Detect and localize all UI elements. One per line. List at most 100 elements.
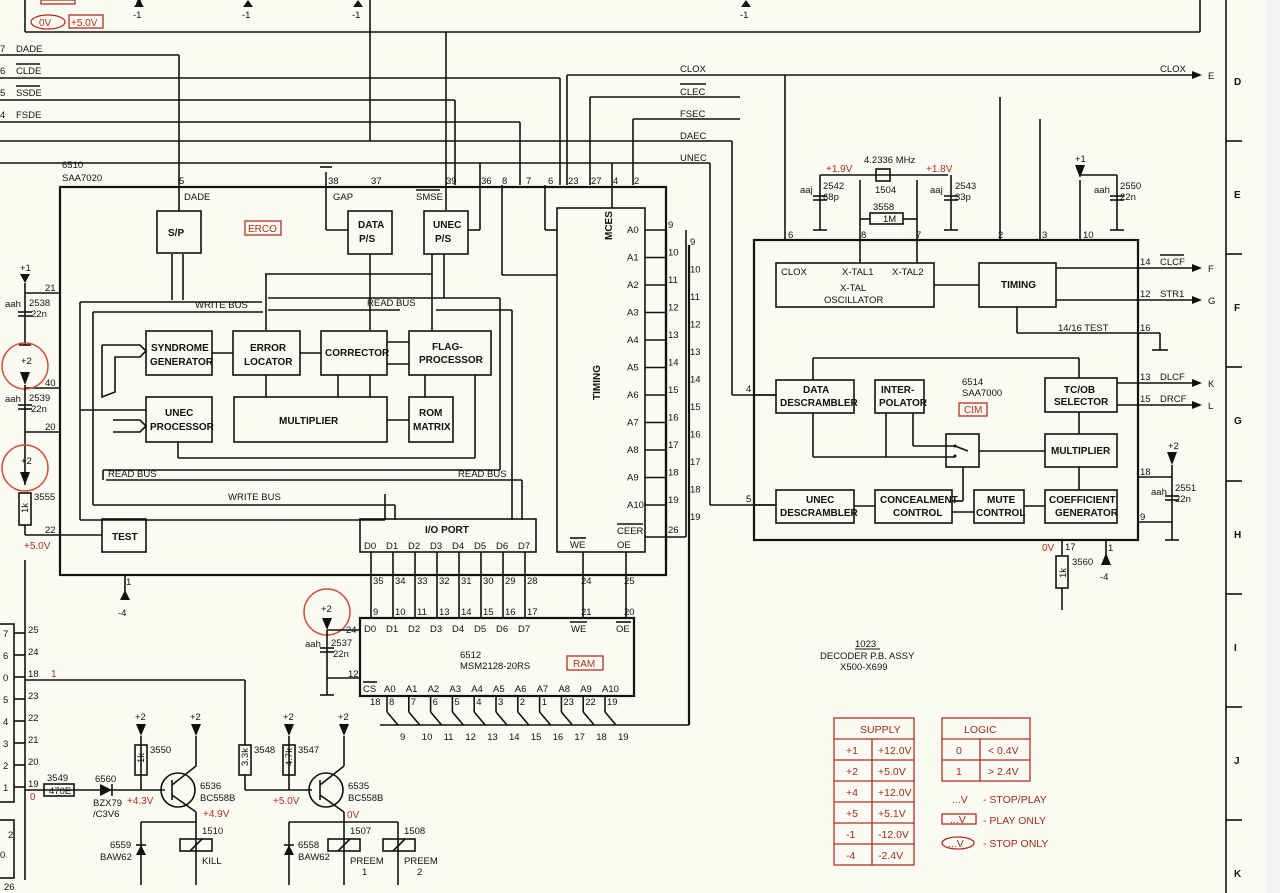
pin-number: 11 <box>668 275 678 286</box>
address-output-label: A3 <box>627 308 639 319</box>
ic-tag: ERCO <box>248 224 277 235</box>
logic-level: 0 <box>30 792 36 803</box>
pin-number: 23 <box>568 176 579 187</box>
address-output-label: A6 <box>627 390 639 401</box>
table-cell: +4 <box>846 787 858 799</box>
relay-ref: 1507 <box>350 826 371 837</box>
bus-number: 11 <box>444 732 454 743</box>
supply-label: +2 <box>338 712 349 723</box>
bus-number: 19 <box>618 732 629 743</box>
relay-coil-icon <box>327 838 361 852</box>
table-cell: 0 <box>956 745 962 757</box>
bus-number: 11 <box>690 292 700 303</box>
top-fragment: -1 -1 -1 -1 0V +5.0V <box>24 0 1201 60</box>
pin-number: 16 <box>505 607 516 618</box>
ic-ref: 6514 <box>962 377 983 388</box>
supply-label: +1 <box>1075 154 1086 165</box>
input-signals: 7 DADE 6 CLDE 5 SSDE 4 FSDE <box>0 44 561 185</box>
block-interpolator-2: POLATOR <box>879 398 928 409</box>
transistor-part: BC558B <box>200 793 235 804</box>
address-line <box>538 711 552 726</box>
pin-number: 18 <box>1140 467 1151 478</box>
bus-number: 16 <box>690 430 701 441</box>
diode-ref: 6559 <box>110 840 131 851</box>
pin-number: 7 <box>526 176 531 187</box>
pin-number: 22 <box>585 697 596 708</box>
ram-address-pins: A089A1710A2611A3512A4413A5314A6215A7116A… <box>384 684 629 743</box>
capacitor-value: 22n <box>31 404 47 415</box>
ic-6510: 6510 SAA7020 ERCO 5 DADE 38 GAP 37 39 SM… <box>25 0 701 619</box>
cap-tag: aah <box>5 394 21 405</box>
address-output-label: A9 <box>627 473 639 484</box>
block-mute-control-2: CONTROL <box>976 508 1025 519</box>
signal-label: FSDE <box>16 110 41 121</box>
bus-number: 9 <box>690 237 695 248</box>
block-concealment-control-2: CONTROL <box>893 508 942 519</box>
resistor-value: 4.7k <box>284 748 295 766</box>
pin-number: 39 <box>446 176 457 187</box>
capacitor-ref: 2542 <box>823 181 844 192</box>
pin-number: 1 <box>542 697 547 708</box>
signal-fsec: FSEC <box>680 109 705 120</box>
pin-number: 18 <box>668 468 679 479</box>
block-mute-control: MUTE <box>987 495 1016 506</box>
block-multiplier: MULTIPLIER <box>1051 446 1111 457</box>
zener-diode-icon <box>100 784 112 796</box>
voltage-label: +4.3V <box>127 796 154 807</box>
stop-only-oval <box>30 14 66 30</box>
pin-number: 25 <box>28 625 39 636</box>
ram-data-label: D4 <box>452 624 464 635</box>
address-line <box>517 711 530 726</box>
test-voltage: +5.0V <box>24 541 51 552</box>
legend-symbol: ...V <box>950 814 966 826</box>
legend-desc: - STOP/PLAY <box>983 794 1047 806</box>
osc-xtal2: X-TAL2 <box>892 267 924 278</box>
pin-number: 30 <box>483 576 494 587</box>
signal-label: SSDE <box>16 88 42 99</box>
block-unec-descrambler-2: DESCRAMBLER <box>780 508 859 519</box>
connector-pin: 1 <box>3 783 8 794</box>
pin-number: 2 <box>520 697 525 708</box>
pin-number: 31 <box>461 576 472 587</box>
capacitor-value: 33p <box>955 192 971 203</box>
osc-xtal1: X-TAL1 <box>842 267 874 278</box>
bus-number: 12 <box>690 320 701 331</box>
table-header: LOGIC <box>964 724 997 736</box>
pin-number: 13 <box>1140 372 1151 383</box>
pin-number: 5 <box>746 494 751 505</box>
supply-label: +2 <box>21 356 32 367</box>
address-bus <box>380 230 691 726</box>
diode-ref: 6558 <box>298 840 319 851</box>
block-multiplier: MULTIPLIER <box>279 416 339 427</box>
block-timing: TIMING <box>1001 280 1036 291</box>
pin-number: 8 <box>861 230 866 241</box>
address-line <box>473 711 486 726</box>
block-coefficient-generator: COEFFICIENT <box>1049 495 1116 506</box>
grid-row-label: D <box>1234 77 1241 88</box>
mces-label: MCES <box>604 211 615 240</box>
ram-address-label: A10 <box>602 684 619 695</box>
supply-label: +1 <box>20 263 31 274</box>
transistor-icon <box>308 772 344 808</box>
ram-address-label: A1 <box>406 684 418 695</box>
address-output-label: A5 <box>627 363 639 374</box>
bus-number: 18 <box>596 732 607 743</box>
block-unec-ps-2: P/S <box>435 234 451 245</box>
capacitor-ref: 2538 <box>29 298 50 309</box>
pin-number: 7 <box>916 230 921 241</box>
read-bus-label: READ BUS <box>108 469 157 480</box>
test-label: 14/16 TEST <box>1058 323 1109 334</box>
table-cell: 1 <box>956 766 962 778</box>
diode-part: /C3V6 <box>93 809 119 820</box>
connector-l: L <box>1208 401 1213 412</box>
table-cell: -4 <box>846 850 855 862</box>
pin-number: 35 <box>373 576 384 587</box>
pin-number: 7 <box>411 697 416 708</box>
address-line <box>582 711 595 726</box>
bus-number: 13 <box>487 732 498 743</box>
supply-label: -1 <box>740 10 748 21</box>
ram-address-label: A6 <box>515 684 527 695</box>
connector-pin: 7 <box>3 629 8 640</box>
ground-symbol-icon <box>741 0 751 7</box>
